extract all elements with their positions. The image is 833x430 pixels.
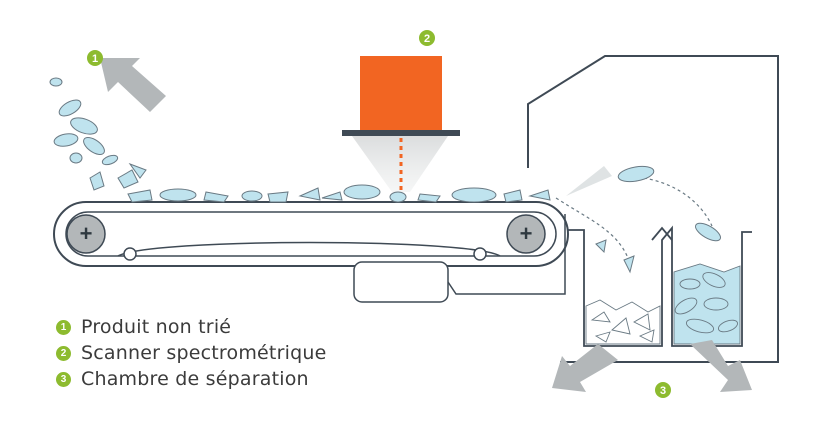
- falling-bottles: [49, 77, 147, 191]
- trajectory-light: [555, 197, 629, 259]
- plus-icon: +: [520, 221, 533, 246]
- belt-inner-guide: [117, 241, 501, 257]
- bin-divider: [651, 226, 673, 241]
- legend-label: Produit non trié: [81, 316, 232, 338]
- scanner-plate: [342, 130, 460, 136]
- conveyor-belt: [53, 201, 569, 267]
- legend-item-scanner: 2 Scanner spectrométrique: [56, 340, 326, 366]
- bin-left-content: [585, 299, 661, 345]
- belt-items: [127, 184, 551, 203]
- legend-item-chamber: 3 Chambre de séparation: [56, 366, 326, 392]
- chamber-wall: [527, 55, 779, 363]
- legend-badge: 3: [56, 371, 71, 387]
- svg-text:3: 3: [660, 385, 666, 397]
- roller-left: +: [66, 214, 106, 254]
- legend-label: Chambre de séparation: [81, 368, 309, 390]
- roller-right: +: [506, 214, 546, 254]
- idler-right: [473, 247, 487, 261]
- legend-item-unsorted: 1 Produit non trié: [56, 314, 326, 340]
- badge-3: 3: [655, 382, 671, 398]
- svg-text:1: 1: [92, 53, 98, 65]
- plus-icon: +: [80, 221, 93, 246]
- ejected-items: [595, 165, 721, 274]
- badge-2: 2: [419, 30, 435, 46]
- legend-badge: 2: [56, 345, 71, 361]
- scanner-box: [360, 56, 442, 130]
- legend: 1 Produit non trié 2 Scanner spectrométr…: [56, 314, 326, 392]
- air-jet: [566, 166, 612, 196]
- input-arrow: [100, 58, 166, 112]
- output-arrow-right: [690, 340, 752, 392]
- idler-left: [123, 247, 137, 261]
- motor-cable: [447, 214, 566, 295]
- svg-text:2: 2: [424, 33, 430, 45]
- output-arrow-left: [552, 344, 618, 392]
- legend-label: Scanner spectrométrique: [81, 342, 327, 364]
- legend-badge: 1: [56, 319, 71, 335]
- motor-box: [353, 261, 449, 303]
- trajectory-heavy: [619, 175, 713, 227]
- bin-right-content: [673, 263, 741, 345]
- badge-1: 1: [87, 50, 103, 66]
